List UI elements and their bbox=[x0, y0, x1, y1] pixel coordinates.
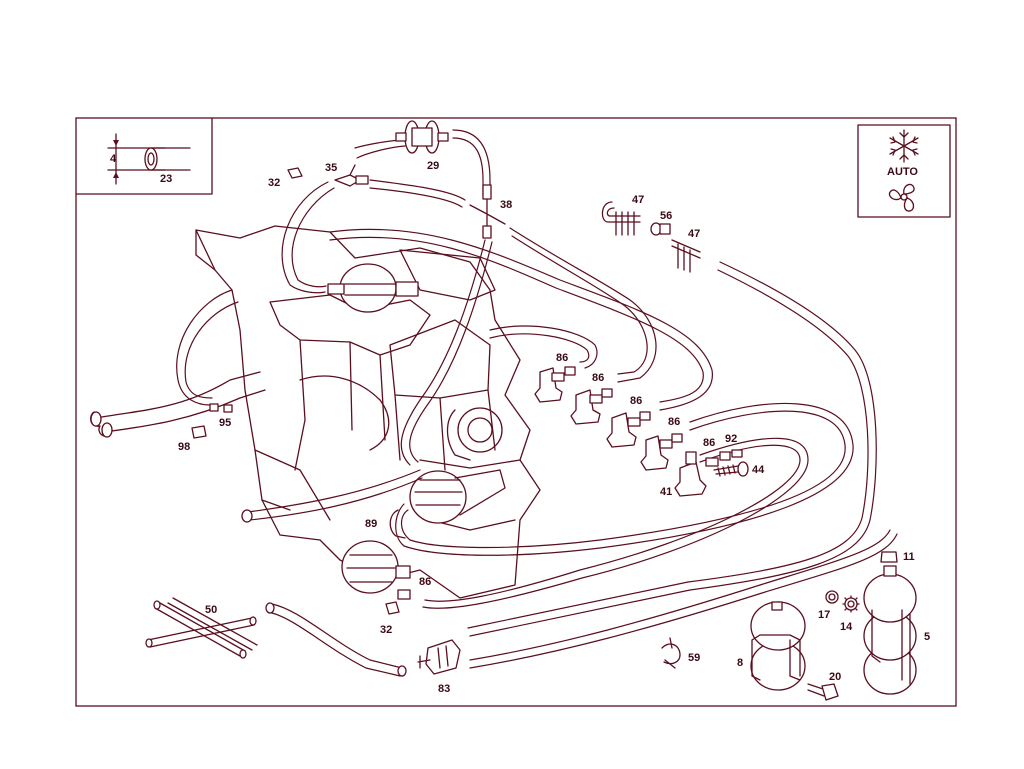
screw-20 bbox=[807, 683, 839, 701]
cap-32-bottom bbox=[385, 601, 400, 615]
check-valve-86-2 bbox=[570, 388, 613, 425]
vacuum-hose-left-loop bbox=[176, 289, 233, 406]
label-98: 98 bbox=[178, 441, 190, 453]
label-11: 11 bbox=[903, 551, 915, 563]
label-59: 59 bbox=[688, 652, 700, 664]
label-86-5: 86 bbox=[703, 437, 715, 449]
label-41: 41 bbox=[660, 486, 672, 498]
label-83: 83 bbox=[438, 683, 450, 695]
label-35: 35 bbox=[325, 162, 337, 174]
label-32-top: 32 bbox=[268, 177, 280, 189]
check-valve-86-4 bbox=[640, 433, 683, 471]
clip-59 bbox=[661, 637, 681, 669]
label-44: 44 bbox=[752, 464, 765, 476]
vacuum-hose-lower-left bbox=[247, 469, 421, 513]
label-4: 4 bbox=[110, 153, 117, 165]
hose-dimension-inset bbox=[75, 117, 213, 195]
cap-95-b bbox=[223, 404, 233, 413]
cap-98 bbox=[191, 425, 207, 439]
label-56: 56 bbox=[660, 210, 672, 222]
vacuum-reservoir-8 bbox=[750, 601, 806, 691]
label-47-left: 47 bbox=[632, 194, 644, 206]
label-17: 17 bbox=[818, 609, 830, 621]
connector-47-right bbox=[671, 239, 701, 273]
label-47-right: 47 bbox=[688, 228, 700, 240]
auto-mode-label: AUTO bbox=[887, 166, 918, 178]
label-20: 20 bbox=[829, 671, 841, 683]
engine-block bbox=[195, 225, 541, 599]
label-86-4: 86 bbox=[668, 416, 680, 428]
diagram-frame bbox=[75, 117, 957, 707]
label-86-3: 86 bbox=[630, 395, 642, 407]
filter-bulb-upper bbox=[327, 263, 419, 313]
label-38: 38 bbox=[500, 199, 512, 211]
filter-bulb-lower bbox=[341, 540, 411, 594]
climate-auto-inset: AUTO bbox=[857, 124, 951, 218]
hose-set-50 bbox=[145, 597, 258, 659]
cross-connector-38 bbox=[469, 184, 506, 239]
label-86-2: 86 bbox=[592, 372, 604, 384]
hose-end-cap bbox=[241, 509, 253, 523]
intake-hose-left bbox=[89, 371, 266, 438]
inline-filter-29 bbox=[395, 120, 449, 154]
filter-bulb-middle bbox=[409, 469, 506, 524]
vacuum-valve-83 bbox=[417, 639, 461, 675]
label-23: 23 bbox=[160, 173, 172, 185]
vacuum-reservoir-5 bbox=[863, 551, 917, 695]
snowflake-icon bbox=[889, 129, 919, 163]
label-8: 8 bbox=[737, 657, 743, 669]
label-5: 5 bbox=[924, 631, 930, 643]
fan-icon bbox=[888, 183, 915, 212]
connector-47-left bbox=[601, 201, 641, 236]
label-32-bottom: 32 bbox=[380, 624, 392, 636]
vacuum-hose-left-loop-inner bbox=[184, 301, 239, 399]
lock-washer-14 bbox=[842, 595, 860, 613]
fitting-56 bbox=[650, 222, 671, 236]
label-29: 29 bbox=[427, 160, 439, 172]
clamp-89 bbox=[389, 509, 406, 539]
label-86-lower: 86 bbox=[419, 576, 431, 588]
check-valve-86-1 bbox=[534, 366, 576, 403]
t-connector-35 bbox=[334, 164, 369, 187]
check-valve-86-3 bbox=[606, 411, 651, 448]
cap-95-a bbox=[209, 403, 219, 412]
vacuum-hose-lower-left-inner bbox=[249, 477, 423, 521]
valve-86-lower bbox=[397, 589, 411, 600]
label-14: 14 bbox=[840, 621, 853, 633]
plug-92 bbox=[731, 449, 743, 458]
label-86-1: 86 bbox=[556, 352, 568, 364]
label-92: 92 bbox=[725, 433, 737, 445]
label-50: 50 bbox=[205, 604, 217, 616]
nut-17 bbox=[825, 590, 839, 604]
screw-44 bbox=[713, 461, 749, 477]
label-89: 89 bbox=[365, 518, 377, 530]
label-95: 95 bbox=[219, 417, 231, 429]
cap-32-top bbox=[287, 167, 303, 179]
solenoid-valve-41 bbox=[674, 451, 731, 497]
